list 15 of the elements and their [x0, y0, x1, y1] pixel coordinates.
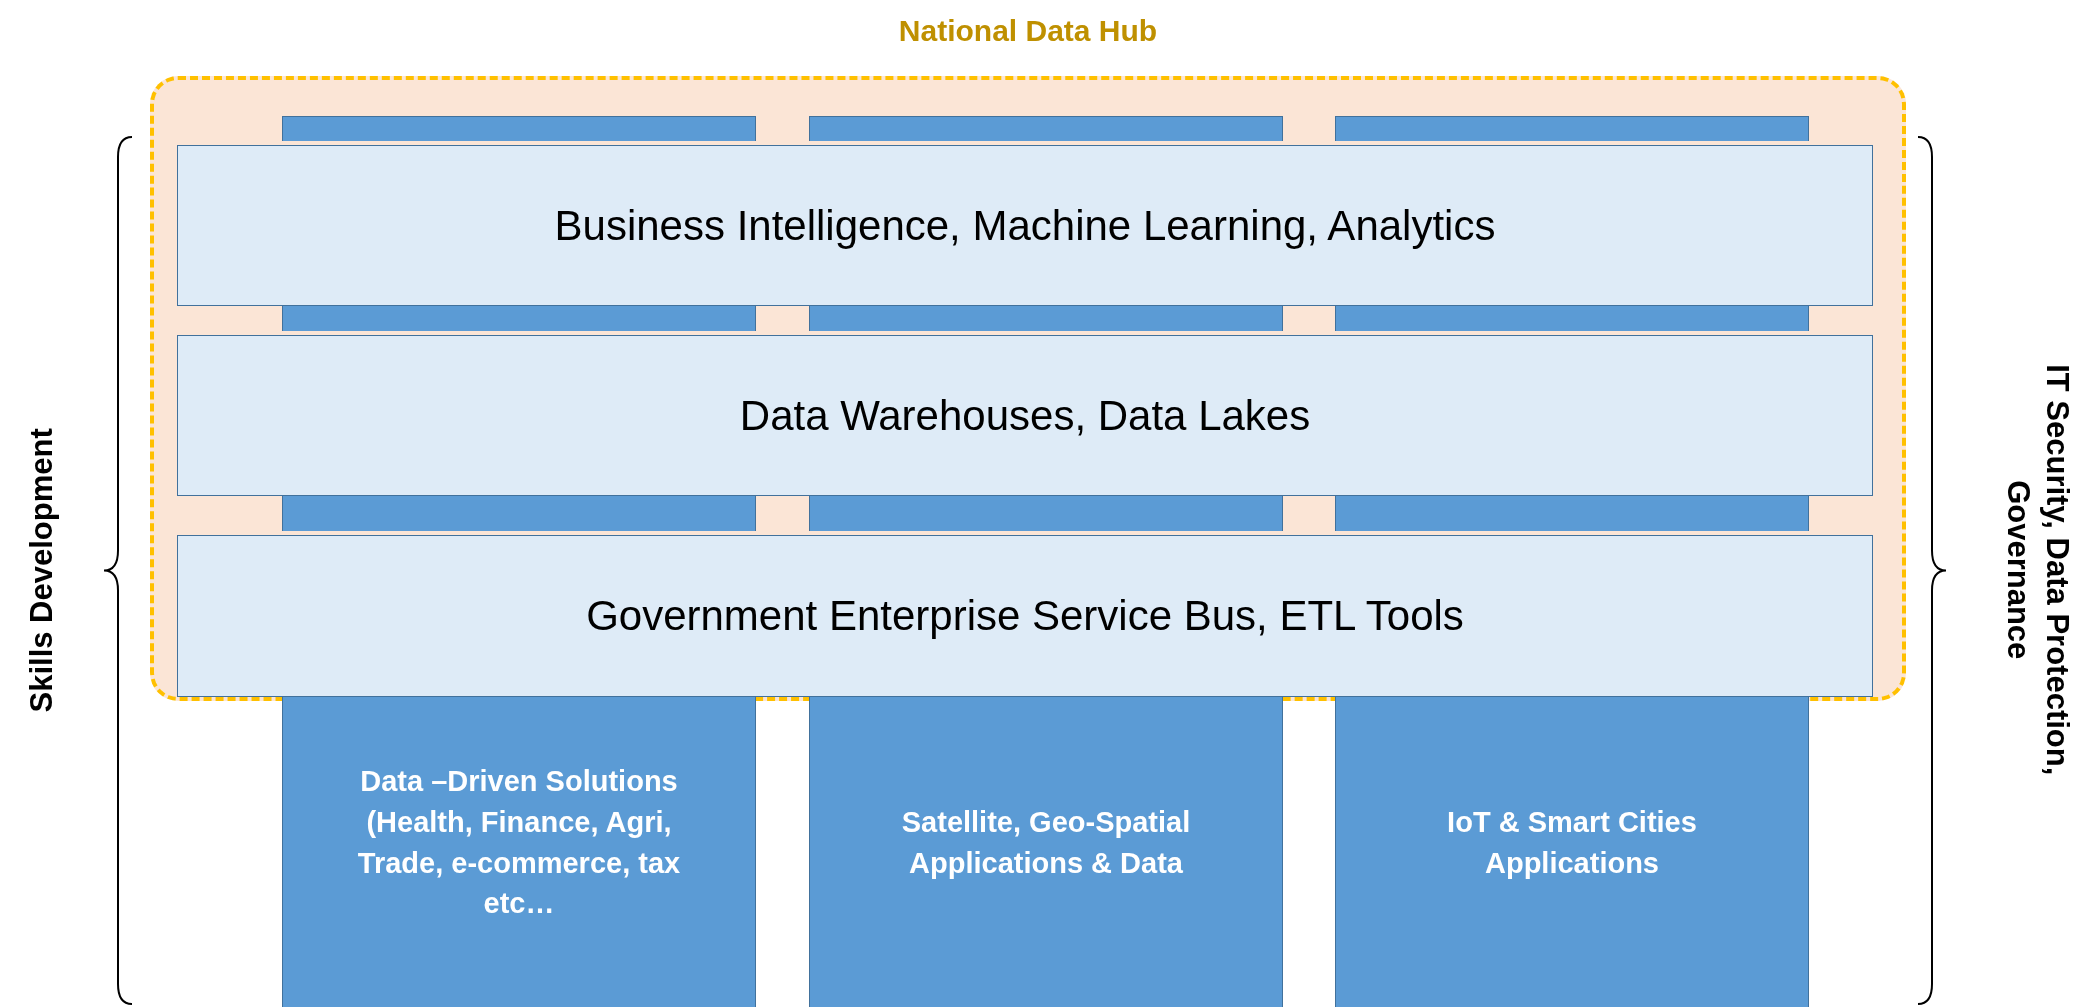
hub-title: National Data Hub	[897, 14, 1159, 48]
layer-label: Satellite, Geo-Spatial Applications & Data	[900, 804, 1192, 881]
layer-label: Business Intelligence, Machine Learning, Analytics	[554, 201, 1496, 250]
bracket-label: Skills Development	[22, 427, 60, 713]
column-segment	[809, 116, 1283, 141]
layer-label: Data –Driven Solutions (Health, Finance, Agri, Trade, e-commerce, tax etc…	[356, 764, 682, 922]
layer-label: Government Enterprise Service Bus, ETL Tools	[586, 592, 1464, 640]
column-segment	[282, 116, 756, 141]
layer-label: Data Warehouses, Data Lakes	[739, 391, 1311, 440]
layer-bar	[177, 535, 1873, 697]
layer-bar	[177, 145, 1873, 306]
bracket-label: IT Security, Data Protection, Governance	[2000, 363, 2076, 778]
layer-bar	[177, 335, 1873, 496]
layer-label: IoT & Smart Cities Applications	[1446, 804, 1698, 881]
column-segment	[1335, 116, 1809, 141]
